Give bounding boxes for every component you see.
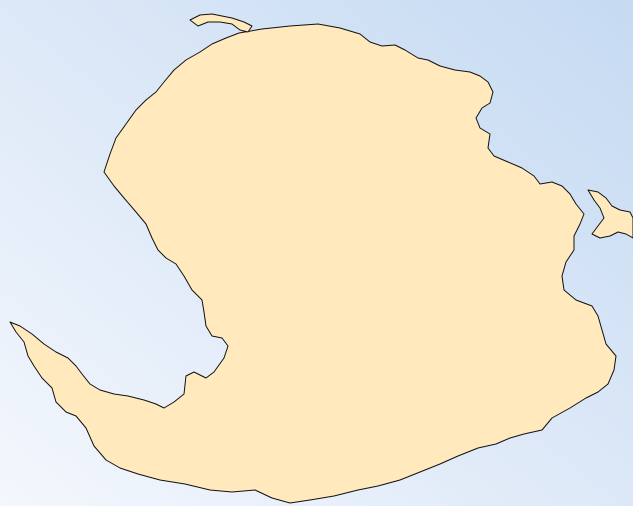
northeast-islets bbox=[587, 189, 633, 239]
north-islet bbox=[189, 13, 253, 33]
main-landmass bbox=[9, 23, 617, 504]
